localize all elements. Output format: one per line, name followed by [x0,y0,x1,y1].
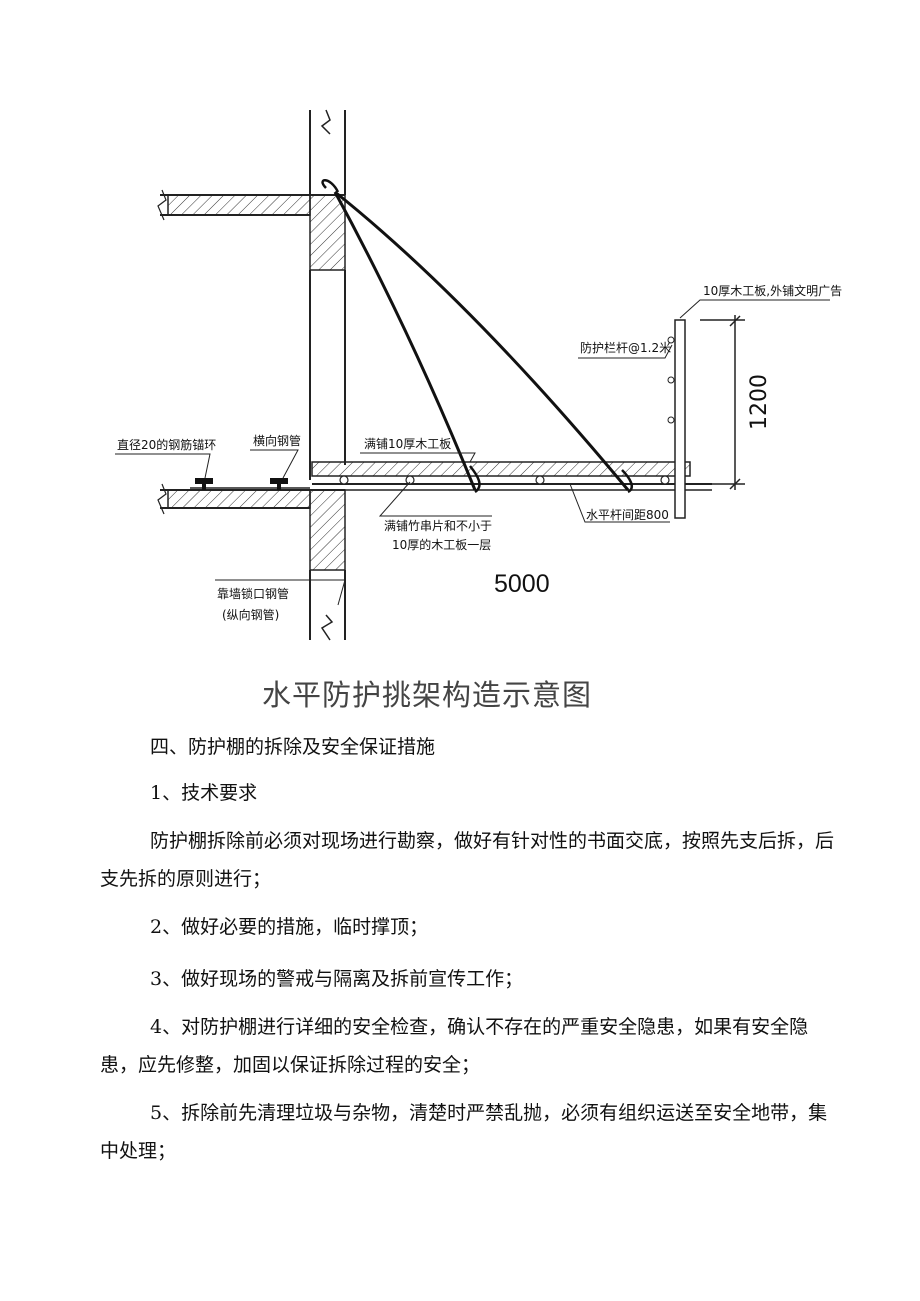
subsection-heading: 1、技术要求 [150,782,258,804]
list-item-4: 4、对防护棚进行详细的安全检查，确认不存在的严重安全隐患，如果有安全隐患，应先修… [100,1016,809,1076]
dimension-vertical [700,315,745,490]
scaffold-diagram: 1200 10厚木工板,外铺文明广告 防护栏杆@1.2米 直径20的钢筋锚环 横… [115,109,842,712]
document-text: 四、防护棚的拆除及安全保证措施 1、技术要求 防护棚拆除前必须对现场进行勘察，做… [100,728,840,1180]
leader-cross-pipe [250,449,299,479]
label-top-board: 10厚木工板,外铺文明广告 [703,283,842,298]
leader-top-board [679,299,830,319]
leader-spacing [569,483,670,523]
label-lock-pipe-line1: 靠墙锁口钢管 [217,586,289,601]
label-lock-pipe-line2: (纵向钢管) [222,607,279,622]
section-heading: 四、防护棚的拆除及安全保证措施 [150,736,436,758]
paragraph-intro: 防护棚拆除前必须对现场进行勘察，做好有针对性的书面交底，按照先支后拆，后支先拆的… [100,830,835,890]
label-spacing: 水平杆间距800 [586,508,669,522]
lower-slab [157,483,346,571]
dimension-1200: 1200 [747,374,772,430]
label-steel-ring: 直径20的钢筋锚环 [117,437,216,452]
leader-lock-pipe [215,579,346,606]
dimension-5000: 5000 [494,570,550,598]
list-item-5: 5、拆除前先清理垃圾与杂物，清楚时严禁乱抛，必须有组织运送至安全地带，集中处理； [100,1102,828,1162]
list-item-2: 2、做好必要的措施，临时撑顶； [150,916,429,938]
railing-post [667,319,686,519]
platform [190,461,712,491]
label-bamboo-line1: 满铺竹串片和不小于 [384,519,492,533]
label-railing: 防护栏杆@1.2米 [580,340,671,355]
label-bamboo-line2: 10厚的木工板一层 [392,537,491,552]
leader-steel-ring [115,453,211,479]
steel-ring-anchors [195,478,288,490]
list-item-3: 3、做好现场的警戒与隔离及拆前宣传工作； [150,968,524,990]
label-full-board: 满铺10厚木工板 [364,437,451,451]
diagram-caption: 水平防护挑架构造示意图 [262,678,592,712]
label-cross-pipe: 横向钢管 [253,433,301,448]
leader-railing [578,344,673,359]
upper-slab [157,189,346,271]
leader-bamboo [378,481,492,517]
tension-cables [321,179,633,494]
leader-full-board [360,452,476,463]
